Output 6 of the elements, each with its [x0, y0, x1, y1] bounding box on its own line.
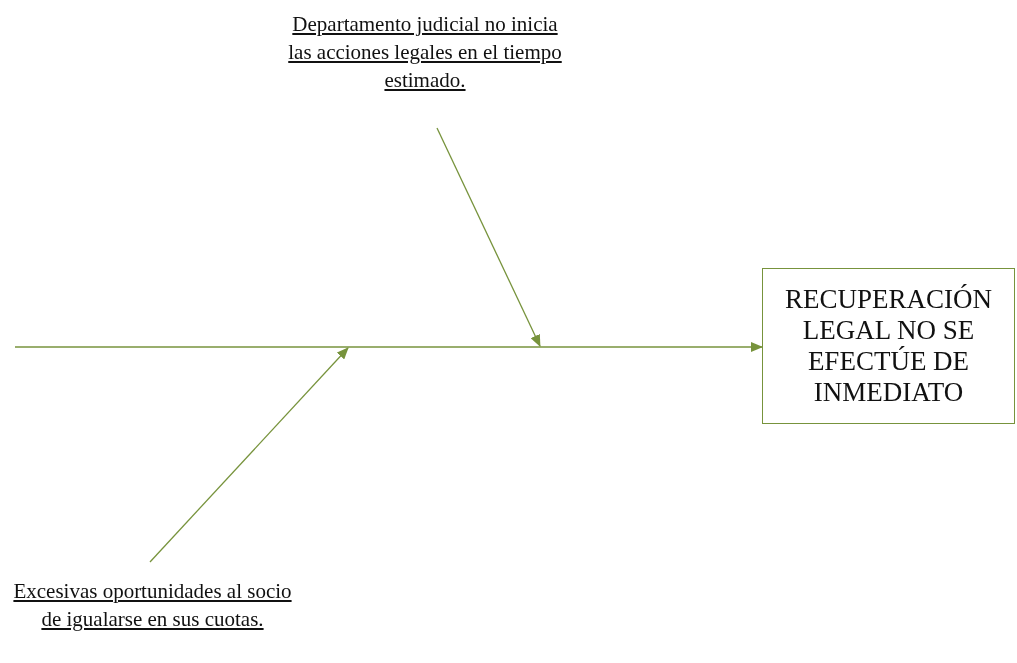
arrow: [14, 342, 763, 352]
cause-text: Departamento judicial no inicia las acciones legales en el tiempo estimado.: [283, 10, 567, 126]
arrow: [436, 127, 541, 347]
arrow: [149, 347, 349, 563]
cause-text: Excesivas oportunidades al socio de igualarse en sus cuotas.: [5, 577, 300, 661]
effect-box: RECUPERACIÓN LEGAL NO SE EFECTÚE DE INMEDIATO: [762, 268, 1015, 424]
